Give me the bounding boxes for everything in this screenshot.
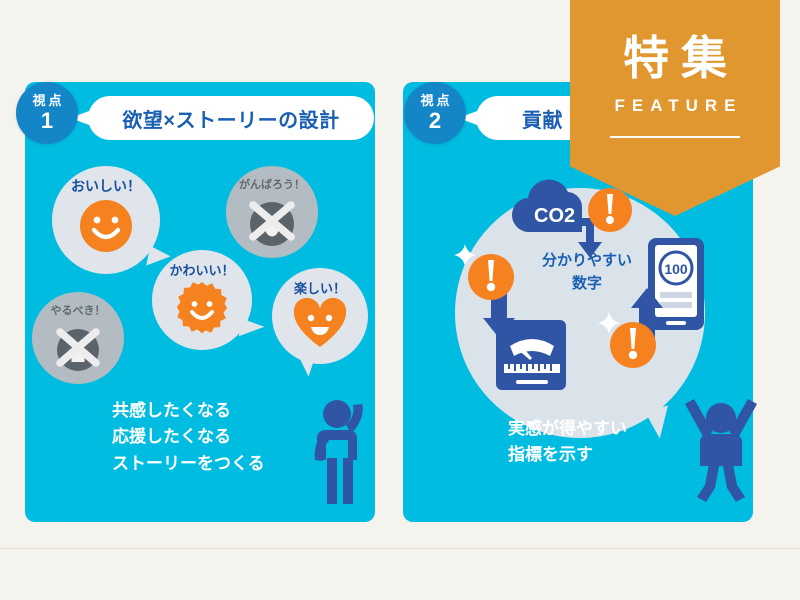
speech-bubble-oishii: おいしい！ [52, 166, 160, 274]
badge-number: 1 [40, 108, 54, 133]
exclamation-badge-icon [466, 252, 516, 302]
badge-number: 2 [428, 108, 442, 133]
down-arrow-icon [482, 290, 516, 340]
speech-bubble-yarubeki: やるべき！ [32, 292, 124, 384]
speech-bubble-tail [238, 318, 266, 340]
crossed-out-face-icon [243, 194, 301, 246]
speech-bubble-label: かわいい！ [169, 263, 235, 278]
crossed-out-face-icon [50, 320, 106, 372]
speech-bubble-label: 楽しい！ [293, 281, 346, 296]
page-divider [0, 548, 800, 549]
smiley-flower-icon [176, 281, 228, 334]
feature-banner-en-label: FEATURE [614, 96, 743, 115]
panel-1-title-pill: 欲望×ストーリーの設計 [88, 96, 374, 140]
sparkle-icon [598, 312, 620, 334]
exclamation-badge-icon [586, 186, 634, 234]
speech-bubble-ganbarou: がんばろう！ [226, 166, 318, 258]
sparkle-icon [454, 244, 476, 266]
speech-bubble-kawaii: かわいい！ [152, 250, 252, 350]
panel-2-caption: 実感が得やすい 指標を示す [508, 419, 627, 465]
bathroom-scale-icon [494, 316, 570, 394]
smiley-heart-icon [292, 297, 348, 349]
viewpoint-badge-2: 視点 2 [404, 82, 466, 144]
speech-bubble-tanoshii: 楽しい！ [272, 268, 368, 364]
speech-bubble-label: がんばろう！ [239, 179, 305, 191]
score-label: 100 [664, 261, 688, 277]
person-raising-one-arm-icon [303, 388, 379, 508]
feature-banner: 特集 FEATURE [570, 0, 780, 216]
down-arrow-icon [556, 210, 616, 270]
speech-bubble-label: おいしい！ [71, 178, 141, 194]
feature-banner-rule [610, 136, 740, 138]
co2-label: CO2 [534, 205, 575, 227]
viewpoint-badge-1: 視点 1 [16, 82, 78, 144]
badge-kicker: 視点 [420, 93, 453, 108]
speech-bubble-label: やるべき！ [50, 305, 106, 317]
badge-kicker: 視点 [32, 93, 65, 108]
feature-banner-jp-label: 特集 [623, 32, 739, 84]
person-jumping-icon [676, 386, 766, 508]
smiley-circle-icon [78, 198, 134, 254]
panel-1-title: 欲望×ストーリーの設計 [122, 109, 340, 132]
concept-center-label: 分かりやすい 数字 [541, 252, 632, 292]
panel-1-caption: 共感したくなる 応援したくなる ストーリーをつくる [112, 401, 265, 473]
panel-2-title: 貢献 [522, 109, 563, 132]
co2-cloud-icon: CO2 [510, 178, 596, 244]
exclamation-badge-icon [608, 320, 658, 370]
